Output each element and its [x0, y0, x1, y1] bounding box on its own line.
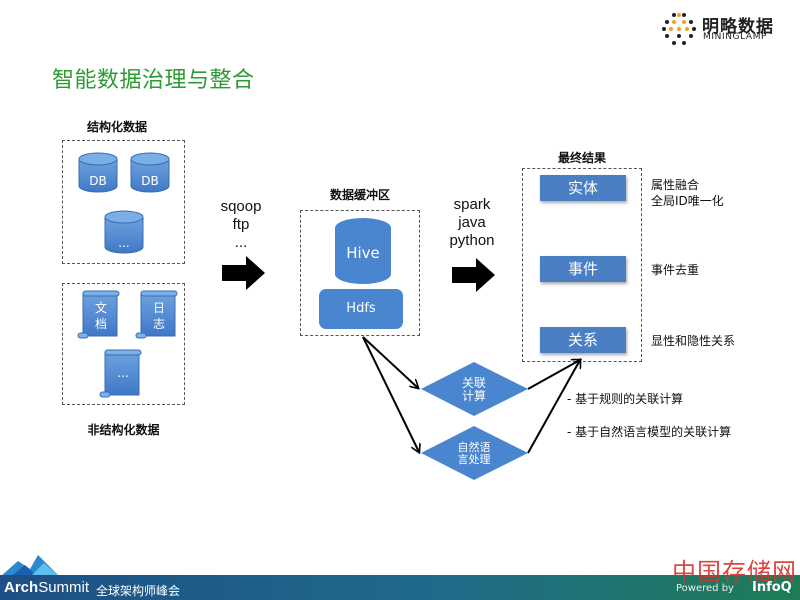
logo-name-en: MININGLAMP	[703, 32, 768, 42]
results-label: 最终结果	[557, 151, 606, 165]
entity-notes: 属性融合 全局ID唯一化	[651, 177, 724, 209]
db-label-1: DB	[89, 174, 107, 188]
doc-label-line2: 档	[94, 317, 107, 331]
process-tool-java: java	[458, 214, 486, 231]
entity-note-1: 属性融合	[651, 178, 700, 192]
archsummit-mountain-icon	[0, 555, 60, 577]
slide-title: 智能数据治理与整合	[52, 68, 255, 93]
association-label-line1: 关联	[461, 376, 486, 390]
arrow-nlp-to-relation	[527, 360, 580, 454]
ingest-tool-sqoop: sqoop	[220, 198, 262, 215]
result-entity: 实体	[540, 175, 626, 201]
hive-cylinder-icon	[335, 218, 391, 284]
association-label-line2: 计算	[461, 389, 486, 403]
unstructured-data-label: 非结构化数据	[87, 423, 160, 437]
logo-name-cn: 明略数据	[702, 17, 774, 37]
more-scroll-icon	[99, 349, 142, 398]
structured-data-label: 结构化数据	[86, 120, 147, 134]
nlp-label-line1: 自然语	[457, 441, 491, 454]
rule-based-note: - 基于规则的关联计算	[567, 392, 684, 406]
nlp-label-line2: 言处理	[457, 453, 491, 466]
mininglamp-logo-icon	[662, 13, 696, 45]
doc-label-line1: 文	[94, 301, 107, 315]
database-icon	[130, 152, 170, 193]
event-note: 事件去重	[651, 263, 700, 277]
right-arrow-icon	[452, 258, 495, 292]
db-label-more: ...	[118, 236, 130, 250]
footer-bar	[0, 575, 800, 600]
nlp-label: 自然语 言处理	[444, 442, 504, 466]
arrow-association-to-relation	[527, 360, 580, 390]
log-label: 日 志	[142, 300, 176, 332]
footer-event-name: 全球架构师峰会	[96, 584, 181, 598]
document-scroll-icon	[77, 290, 120, 339]
hive-label: Hive	[346, 244, 380, 262]
structured-data-box	[62, 140, 185, 264]
process-tools: spark java python	[440, 196, 504, 250]
hdfs-block: Hdfs	[319, 289, 403, 329]
result-event: 事件	[540, 256, 626, 282]
db-label-2: DB	[141, 174, 159, 188]
ingest-tool-more: ...	[234, 234, 248, 251]
footer-brand: ArchSummit	[4, 579, 89, 596]
process-tool-spark: spark	[453, 196, 491, 213]
unstructured-data-box	[62, 283, 185, 405]
ingest-tool-ftp: ftp	[232, 216, 250, 233]
process-tool-python: python	[449, 232, 495, 249]
entity-note-2: 全局ID唯一化	[651, 194, 724, 208]
powered-by-text: Powered by	[676, 583, 734, 594]
arrow-to-nlp	[362, 336, 419, 452]
infoq-logo-text: InfoQ	[752, 580, 792, 595]
database-icon	[104, 210, 144, 254]
right-arrow-icon	[222, 256, 265, 290]
association-diamond	[421, 362, 528, 416]
relation-note: 显性和隐性关系	[651, 334, 736, 348]
log-scroll-icon	[135, 290, 178, 339]
doc-label: 文 档	[84, 300, 118, 332]
buffer-box	[300, 210, 420, 336]
more-scroll-label: ...	[117, 366, 129, 380]
association-label: 关联 计算	[444, 377, 504, 403]
nlp-model-note: - 基于自然语言模型的关联计算	[567, 425, 732, 439]
footer-brand-light: Summit	[38, 579, 90, 596]
watermark-text: 中国存储网	[672, 558, 797, 586]
log-label-line2: 志	[152, 317, 165, 331]
ingest-tools: sqoop ftp ...	[208, 198, 274, 252]
buffer-label: 数据缓冲区	[329, 188, 390, 202]
footer-brand-bold: Arch	[4, 579, 39, 596]
arrow-to-association	[362, 336, 418, 388]
nlp-diamond	[421, 426, 528, 480]
result-relation: 关系	[540, 327, 626, 353]
log-label-line1: 日	[152, 301, 165, 315]
database-icon	[78, 152, 118, 193]
